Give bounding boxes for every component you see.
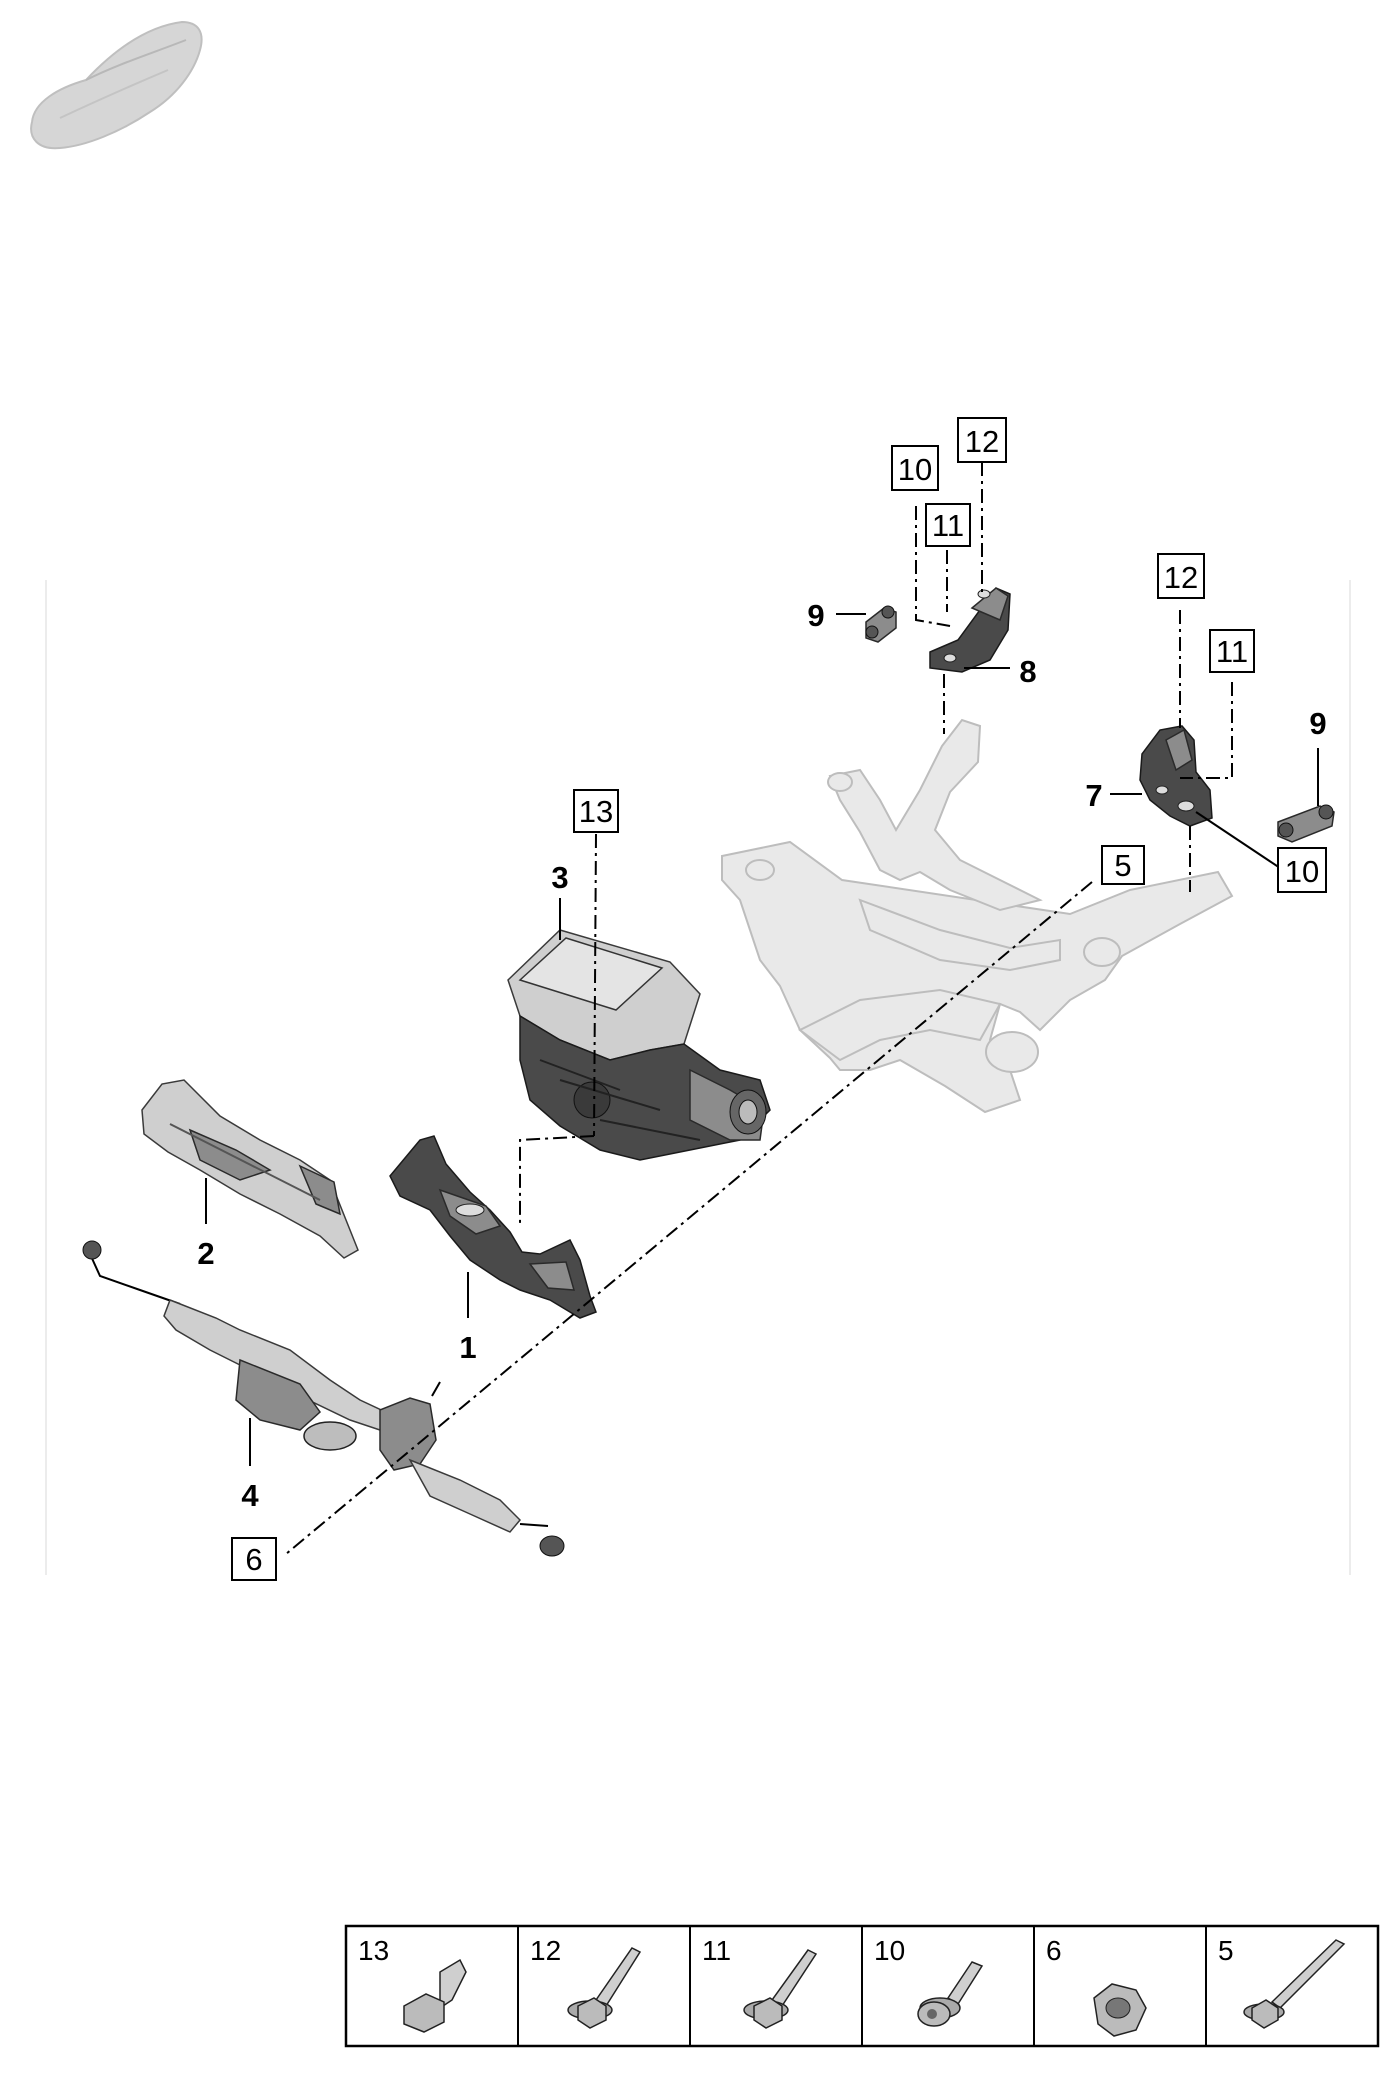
torx-bolt-icon	[917, 1961, 984, 2027]
svg-text:12: 12	[965, 424, 999, 459]
svg-text:11: 11	[702, 1935, 731, 1966]
svg-text:10: 10	[1285, 854, 1319, 889]
boxed-callout-10-top: 10	[891, 445, 939, 491]
fastener-cell-13: 13	[358, 1935, 467, 2033]
callout-9-right: 9	[1309, 706, 1326, 741]
svg-text:5: 5	[1218, 1935, 1234, 1966]
svg-text:13: 13	[358, 1935, 389, 1966]
flange-bolt-icon	[743, 1949, 818, 2029]
svg-text:12: 12	[530, 1935, 561, 1966]
car-silhouette-icon	[30, 20, 203, 150]
callout-9-left: 9	[807, 598, 824, 633]
fastener-cell-5: 5	[1218, 1935, 1346, 2029]
fastener-cell-6: 6	[1046, 1935, 1147, 2037]
boxed-callout-11-right: 11	[1209, 629, 1255, 673]
svg-text:11: 11	[932, 508, 964, 543]
svg-text:12: 12	[1164, 560, 1198, 595]
boxed-callouts: 5 6 13 10 11 12 12 11	[231, 417, 1327, 1581]
svg-text:5: 5	[1114, 848, 1131, 883]
engine-mount-bracket-left	[929, 587, 1011, 673]
boxed-callout-5: 5	[1101, 845, 1145, 885]
svg-text:13: 13	[579, 794, 613, 829]
flange-bolt-icon	[567, 1947, 642, 2029]
cross-member	[141, 1079, 359, 1259]
engine-mount-bracket-right	[1139, 725, 1213, 827]
boxed-callout-12-top: 12	[957, 417, 1007, 463]
electric-drive-unit	[507, 929, 771, 1161]
svg-text:10: 10	[874, 1935, 905, 1966]
svg-text:6: 6	[245, 1542, 262, 1577]
drive-unit-carrier	[389, 1135, 597, 1319]
leader-lines	[205, 462, 1319, 1555]
mount-bushing-left	[865, 605, 897, 643]
fastener-table: 13 12 11 10	[344, 1924, 1380, 2048]
fastener-cell-12: 12	[530, 1935, 642, 2029]
callout-4: 4	[241, 1478, 259, 1513]
boxed-callout-6: 6	[231, 1537, 277, 1581]
boxed-callout-12-right: 12	[1157, 553, 1205, 599]
boxed-callout-13: 13	[573, 789, 619, 833]
steering-gear	[82, 1240, 565, 1557]
hex-bolt-short-icon	[403, 1958, 467, 2033]
svg-text:10: 10	[898, 452, 932, 487]
long-flange-bolt-icon	[1243, 1939, 1346, 2029]
fastener-cell-11: 11	[702, 1935, 818, 2029]
callout-2: 2	[197, 1236, 214, 1271]
svg-text:11: 11	[1216, 634, 1248, 669]
fastener-cell-10: 10	[874, 1935, 984, 2027]
boxed-callout-11-top: 11	[925, 503, 971, 547]
callout-7: 7	[1085, 778, 1102, 813]
callout-8: 8	[1019, 654, 1036, 689]
svg-text:6: 6	[1046, 1935, 1062, 1966]
part-callouts: 1 2 3 4 7 8 9 9	[197, 598, 1326, 1513]
mount-bushing-right	[1277, 804, 1335, 843]
boxed-callout-10-right: 10	[1277, 847, 1327, 893]
callout-1: 1	[459, 1330, 476, 1365]
callout-3: 3	[551, 860, 568, 895]
hex-nut-icon	[1093, 1983, 1147, 2037]
subframe-ghost	[721, 718, 1234, 1114]
